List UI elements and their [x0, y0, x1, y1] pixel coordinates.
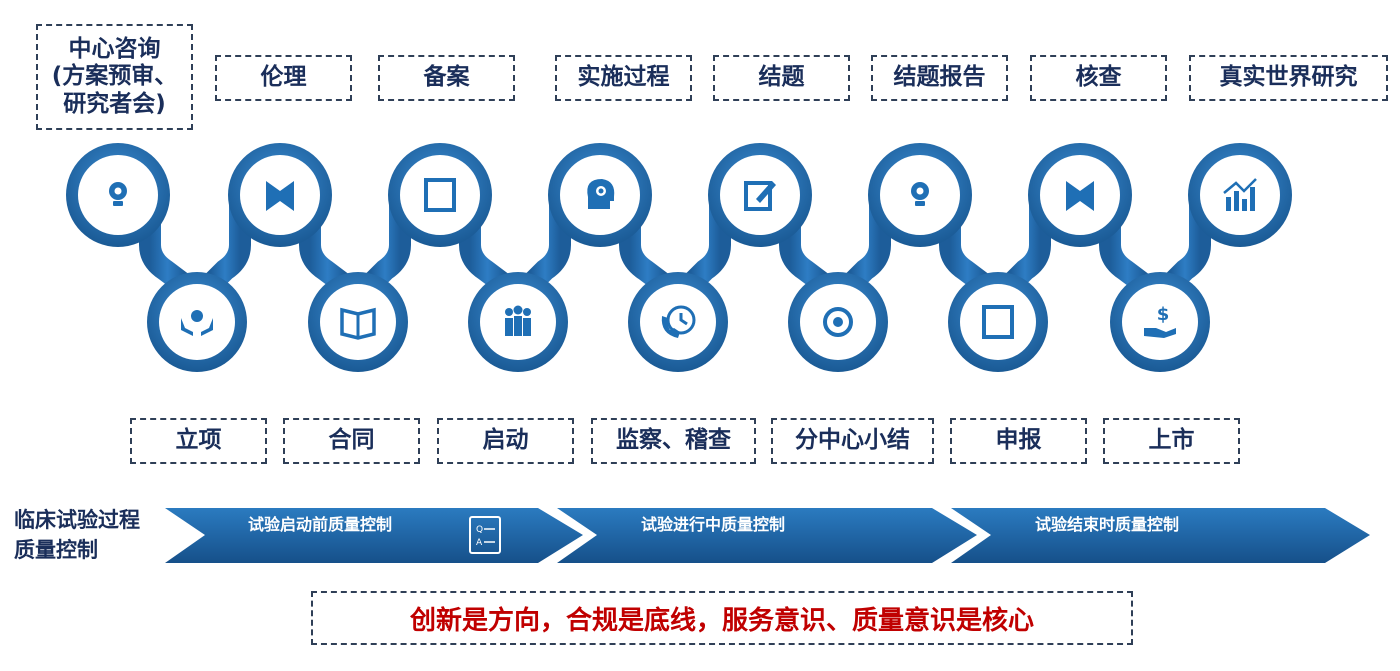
bottom-label-6: 申报 — [950, 418, 1087, 464]
top-label-3: 备案 — [378, 55, 515, 101]
brain-gear-icon — [587, 179, 615, 209]
quality-control-title: 临床试验过程质量控制 — [14, 508, 140, 562]
clipboard-icon — [424, 178, 456, 212]
node-top-4 — [548, 143, 652, 247]
node-top-7 — [1028, 143, 1132, 247]
bookmark-icon — [266, 181, 294, 211]
snake-path — [139, 184, 1211, 296]
arrow-stage-2 — [557, 508, 977, 563]
clock-phone-icon — [661, 305, 696, 338]
node-bottom-7: $ — [1110, 272, 1210, 372]
target-icon — [823, 307, 853, 337]
bottom-nodes: $ — [147, 272, 1210, 372]
team-icon — [505, 305, 531, 336]
top-label-6: 结题报告 — [871, 55, 1008, 101]
lightbulb-icon — [109, 182, 127, 206]
stage-1-label: 试验启动前质量控制 — [248, 515, 393, 534]
node-top-1 — [66, 143, 170, 247]
hands-coin-icon — [181, 310, 213, 336]
stage-3-label: 试验结束时质量控制 — [1035, 515, 1180, 534]
quality-arrows: Q A — [165, 508, 1370, 563]
node-bottom-1 — [147, 272, 247, 372]
bottom-label-1: 立项 — [130, 418, 267, 464]
top-label-8: 真实世界研究 — [1189, 55, 1388, 101]
bottom-label-7: 上市 — [1103, 418, 1240, 464]
edit-document-icon — [744, 181, 776, 211]
clipboard-icon — [982, 305, 1014, 339]
rising-chart-icon — [1223, 178, 1257, 211]
node-bottom-5 — [788, 272, 888, 372]
top-label-1: 中心咨询 (方案预审、 研究者会) — [36, 24, 193, 130]
top-label-5: 结题 — [713, 55, 850, 101]
qa-checklist-icon: Q A — [469, 516, 501, 554]
stage-2-label: 试验进行中质量控制 — [641, 515, 786, 534]
top-nodes — [66, 143, 1292, 247]
lightbulb-icon — [911, 182, 929, 206]
svg-text:Q: Q — [476, 525, 483, 535]
hand-dollar-icon: $ — [1144, 304, 1176, 338]
node-top-5 — [708, 143, 812, 247]
node-bottom-6 — [948, 272, 1048, 372]
node-bottom-3 — [468, 272, 568, 372]
svg-text:A: A — [476, 538, 483, 548]
node-top-3 — [388, 143, 492, 247]
svg-text:$: $ — [1157, 304, 1170, 325]
arrow-stage-1 — [165, 508, 583, 563]
bottom-label-2: 合同 — [283, 418, 420, 464]
arrow-stage-3 — [951, 508, 1370, 563]
node-top-2 — [228, 143, 332, 247]
node-top-6 — [868, 143, 972, 247]
node-top-8 — [1188, 143, 1292, 247]
open-book-icon — [340, 307, 376, 340]
bottom-label-5: 分中心小结 — [771, 418, 934, 464]
bookmark-icon — [1066, 181, 1094, 211]
bottom-label-3: 启动 — [437, 418, 574, 464]
node-bottom-4 — [628, 272, 728, 372]
core-motto: 创新是方向，合规是底线，服务意识、质量意识是核心 — [311, 591, 1133, 645]
node-bottom-2 — [308, 272, 408, 372]
bottom-label-4: 监察、稽查 — [591, 418, 756, 464]
top-label-4: 实施过程 — [555, 55, 692, 101]
top-label-2: 伦理 — [215, 55, 352, 101]
top-label-7: 核查 — [1030, 55, 1167, 101]
